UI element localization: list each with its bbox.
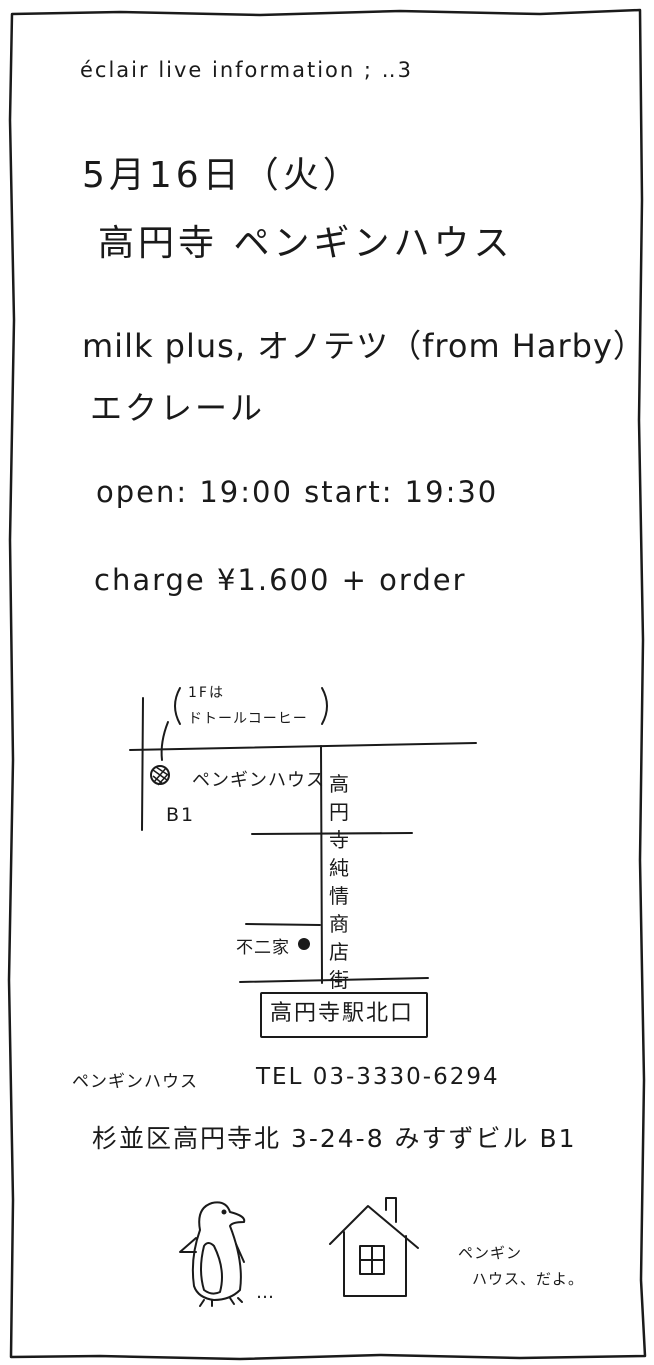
map-floor-label: B1 [166, 804, 196, 826]
map-road-cross-2 [245, 923, 321, 926]
map-leader-line [160, 721, 169, 761]
map-road-left [141, 697, 144, 831]
contact-tel: TEL 03-3330-6294 [256, 1064, 500, 1090]
house-icon [329, 1197, 419, 1297]
event-venue: 高円寺 ペンギンハウス [98, 223, 514, 264]
header-title: éclair live information ; ‥3 [80, 58, 414, 82]
map-venue-label: ペンギンハウス [192, 770, 325, 791]
map-note-line2: ドトールコーヒー [188, 711, 308, 727]
contact-name: ペンギンハウス [72, 1072, 198, 1092]
map-road-cross-1 [251, 832, 413, 835]
map-road-shopping-street [320, 745, 323, 984]
footer-dots: … [256, 1282, 277, 1303]
map-station-label: 高円寺駅北口 [270, 1001, 415, 1026]
footer-caption-line1: ペンギン [458, 1244, 523, 1262]
event-date: 5月16日（火） [82, 155, 363, 196]
map-shop-label: 不二家 [236, 938, 290, 958]
event-times: open: 19:00 start: 19:30 [96, 475, 499, 509]
event-charge: charge ¥1.600 + order [94, 563, 467, 597]
map-note-line1: 1Fは [188, 685, 225, 701]
footer-caption-line2: ハウス、だよ。 [472, 1270, 585, 1288]
map-road-bottom [239, 977, 429, 983]
map-note-bracket-right [321, 687, 328, 725]
map-street-label: 高円寺純情商店街 [329, 772, 349, 992]
event-acts-line2: エクレール [90, 389, 266, 427]
station-box [260, 992, 428, 1038]
penguin-icon [179, 1201, 246, 1307]
map-road-top [129, 742, 477, 751]
shop-marker-icon [298, 938, 310, 950]
contact-address: 杉並区高円寺北 3-24-8 みすずビル B1 [92, 1124, 577, 1153]
venue-marker-icon [150, 765, 170, 786]
map-note-bracket-left [174, 687, 181, 725]
event-acts-line1: milk plus, オノテツ（from Harby） [82, 327, 646, 365]
